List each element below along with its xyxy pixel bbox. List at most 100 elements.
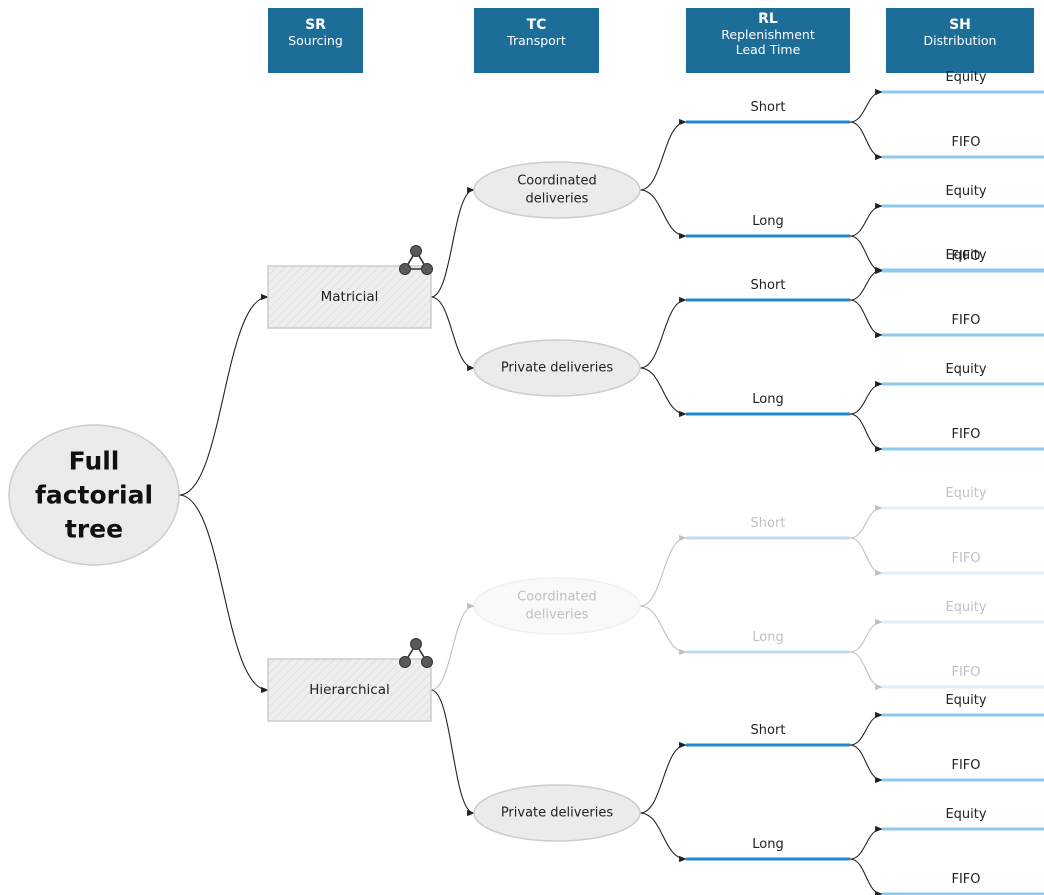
icon-node <box>410 638 422 650</box>
header-sourcing: SR Sourcing <box>268 8 363 73</box>
transport-node-ellipse <box>473 784 641 842</box>
header-lead-time: RL Replenishment Lead Time <box>686 8 850 73</box>
connector-transport-to-lead-time <box>639 296 687 369</box>
transport-node-label: Coordinated <box>517 174 597 189</box>
distribution-label: Equity <box>945 600 986 615</box>
transport-connectors <box>430 504 883 691</box>
icon-node <box>410 245 422 257</box>
connector-lead-time-to-distribution <box>849 537 883 577</box>
connector-lead-time-to-distribution <box>849 711 883 746</box>
header-transport: TC Transport <box>474 8 599 73</box>
connector-lead-time-to-distribution <box>849 202 883 237</box>
transport-node-label: Coordinated <box>517 590 597 605</box>
triangle-network-icon <box>399 245 433 275</box>
lead-time-label: Short <box>751 723 786 738</box>
header-name: Distribution <box>923 33 997 48</box>
lead-time-label: Short <box>751 278 786 293</box>
transport-node-label: Private deliveries <box>501 806 614 821</box>
branch-line-layer: ShortEquityFIFOLongEquityFIFOShortEquity… <box>686 70 1044 895</box>
connector-lead-time-to-distribution <box>849 235 883 275</box>
connector-layer <box>178 88 883 895</box>
root-label: Full <box>69 447 120 476</box>
connector-lead-time-to-distribution <box>849 744 883 784</box>
transport-node-label: Private deliveries <box>501 361 614 376</box>
root-label: factorial <box>35 481 153 510</box>
connector-transport-to-lead-time <box>639 189 687 240</box>
connector-sourcing-to-transport <box>430 296 475 372</box>
connector-sourcing-to-transport <box>430 689 475 817</box>
lead-time-label: Short <box>751 100 786 115</box>
connector-transport-to-lead-time <box>639 605 687 656</box>
lead-time-label: Long <box>752 837 783 852</box>
transport-node-label: deliveries <box>526 608 589 623</box>
distribution-label: FIFO <box>951 249 980 264</box>
connector-lead-time-to-distribution <box>849 413 883 453</box>
distribution-label: Equity <box>945 248 986 263</box>
distribution-label: FIFO <box>951 665 980 680</box>
sourcing-branch: Matricial <box>267 245 433 329</box>
distribution-label: Equity <box>945 807 986 822</box>
connector-sourcing-to-transport <box>430 186 475 298</box>
distribution-label: FIFO <box>951 551 980 566</box>
transport-branch: Coordinated deliveries <box>473 161 641 219</box>
distribution-label: Equity <box>945 184 986 199</box>
connector-lead-time-to-distribution <box>849 651 883 691</box>
lead-time-label: Long <box>752 630 783 645</box>
connector-transport-to-lead-time <box>639 812 687 863</box>
sourcing-node-box <box>267 658 432 722</box>
transport-branch: Private deliveries <box>473 339 641 397</box>
lead-time-label: Short <box>751 516 786 531</box>
transport-node-label: deliveries <box>526 192 589 207</box>
transport-node-ellipse <box>473 161 641 219</box>
connector-root-to-sourcing <box>178 494 269 694</box>
connector-transport-to-lead-time <box>639 367 687 418</box>
distribution-label: FIFO <box>951 313 980 328</box>
distribution-label: FIFO <box>951 758 980 773</box>
icon-node <box>421 263 433 275</box>
sourcing-branch: Hierarchical <box>267 638 433 722</box>
icon-node <box>399 263 411 275</box>
connector-lead-time-to-distribution <box>849 88 883 123</box>
header-name: Transport <box>507 33 566 48</box>
lead-time-label: Long <box>752 392 783 407</box>
distribution-label: FIFO <box>951 872 980 887</box>
connector-lead-time-to-distribution <box>849 858 883 895</box>
distribution-label: FIFO <box>951 135 980 150</box>
transport-node-ellipse <box>473 339 641 397</box>
transport-node-ellipse <box>473 577 641 635</box>
transport-branch: Coordinated deliveries <box>473 577 641 635</box>
connector-transport-to-lead-time <box>639 534 687 607</box>
distribution-label: Equity <box>945 70 986 85</box>
connector-lead-time-to-distribution <box>849 825 883 860</box>
node-layer: FullfactorialtreeMatricialCoordinateddel… <box>8 161 641 842</box>
distribution-label: Equity <box>945 693 986 708</box>
connector-root-to-sourcing <box>178 293 269 496</box>
connector-sourcing-to-transport <box>430 602 475 691</box>
header-code: TC <box>526 17 547 33</box>
lead-time-label: Long <box>752 214 783 229</box>
hierarchy-network-icon <box>399 638 433 668</box>
connector-transport-to-lead-time <box>639 741 687 814</box>
connector-lead-time-to-distribution <box>849 299 883 339</box>
sourcing-node-box <box>267 265 432 329</box>
root-label: tree <box>65 515 123 544</box>
distribution-label: Equity <box>945 486 986 501</box>
header-code: SR <box>305 17 326 33</box>
header-name: Sourcing <box>288 33 343 48</box>
connector-lead-time-to-distribution <box>849 266 883 301</box>
connector-lead-time-to-distribution <box>849 121 883 161</box>
header-code: RL <box>758 11 778 27</box>
sourcing-node-label: Matricial <box>321 289 379 305</box>
transport-connectors <box>430 266 883 453</box>
connector-lead-time-to-distribution <box>849 618 883 653</box>
header-code: SH <box>949 17 971 33</box>
connector-transport-to-lead-time <box>639 118 687 191</box>
header-name: Replenishment Lead Time <box>721 27 815 57</box>
sourcing-node-label: Hierarchical <box>309 682 389 698</box>
root-ellipse <box>8 424 180 566</box>
connector-lead-time-to-distribution <box>849 380 883 415</box>
